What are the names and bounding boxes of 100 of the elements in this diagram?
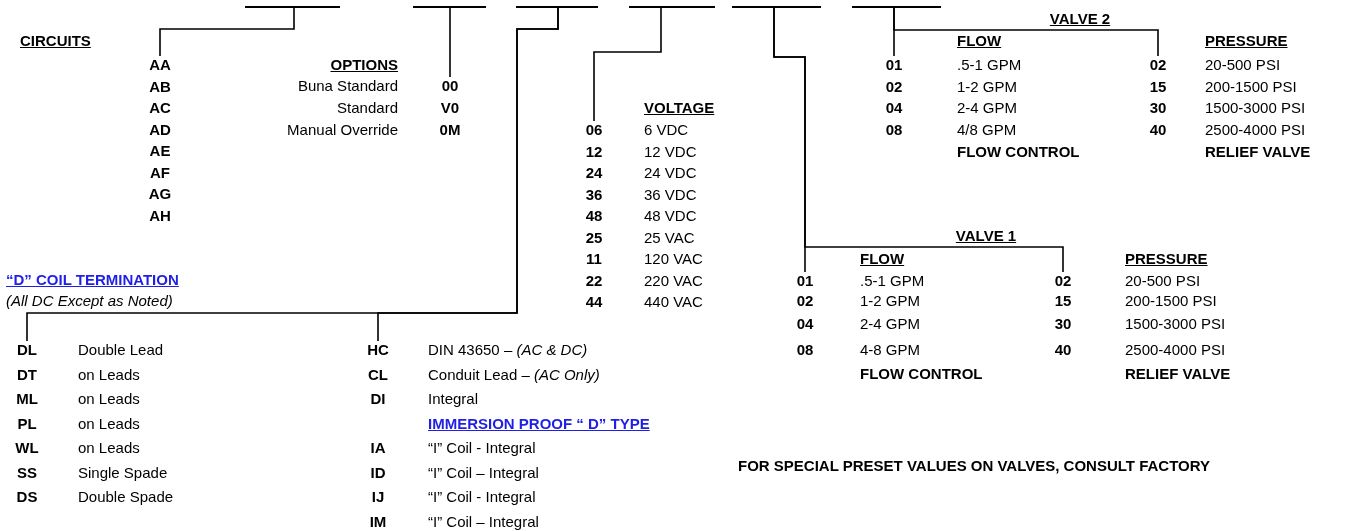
value-text: .5-1 GPM	[957, 56, 1022, 74]
code-label: 12	[584, 142, 604, 161]
code-label: DL	[16, 341, 38, 359]
option-text: Buna Standard	[297, 77, 398, 95]
code-label: 30	[1148, 99, 1168, 117]
code-label: AG	[147, 185, 173, 203]
value-text: 20-500 PSI	[1125, 272, 1201, 290]
code-label: 48	[584, 207, 604, 225]
value-text: 25 VAC	[644, 228, 695, 247]
code-label: 04	[884, 99, 904, 117]
heading: CIRCUITS	[20, 32, 91, 50]
option-text: Manual Override	[287, 121, 398, 139]
heading: IMMERSION PROOF “ D” TYPE	[428, 414, 650, 433]
code-label: 01	[795, 272, 815, 290]
description-text: Conduit Lead – (AC Only)	[428, 365, 600, 384]
code-label: 22	[584, 271, 604, 290]
code-label: DS	[15, 488, 39, 506]
code-label: 15	[1053, 292, 1073, 310]
blank-line	[516, 6, 598, 8]
value-text: .5-1 GPM	[860, 272, 925, 290]
description-text: “I” Coil - Integral	[428, 488, 536, 506]
description-text: Double Lead	[78, 341, 164, 359]
heading: OPTIONS	[330, 56, 398, 74]
code-label: 06	[584, 121, 604, 139]
value-text: 2500-4000 PSI	[1125, 341, 1226, 359]
value-text: 24 VDC	[644, 164, 697, 182]
description-text: Integral	[428, 390, 479, 408]
blank-line	[732, 6, 821, 8]
leader-line	[893, 7, 1159, 57]
code-label: PL	[16, 414, 38, 433]
footer-text: FLOW CONTROL	[957, 143, 1080, 161]
option-text: Standard	[337, 99, 398, 117]
leader-line	[593, 7, 662, 122]
value-text: 6 VDC	[644, 121, 689, 139]
description-text: on Leads	[78, 365, 140, 384]
code-label: 00	[440, 77, 460, 95]
leader-line	[773, 7, 1064, 273]
leader-line	[377, 7, 559, 342]
code-label: 11	[585, 250, 603, 268]
value-text: 200-1500 PSI	[1205, 78, 1297, 96]
code-label: 40	[1053, 341, 1073, 359]
value-text: 4-8 GPM	[860, 341, 920, 359]
code-label: HC	[366, 341, 390, 359]
value-text: 2500-4000 PSI	[1205, 121, 1306, 139]
heading: “D” COIL TERMINATION	[6, 271, 179, 289]
blank-line	[413, 6, 486, 8]
code-label: ML	[15, 390, 39, 408]
code-label: IM	[368, 512, 388, 531]
footer-text: RELIEF VALVE	[1205, 143, 1311, 161]
code-label: IJ	[370, 488, 386, 506]
code-label: 40	[1148, 121, 1168, 139]
description-text: “I” Coil – Integral	[428, 512, 539, 531]
code-label: V0	[439, 99, 461, 117]
value-text: 1500-3000 PSI	[1125, 315, 1226, 333]
value-text: 1500-3000 PSI	[1205, 99, 1306, 117]
description-text: “I” Coil – Integral	[428, 463, 539, 482]
code-label: DI	[369, 390, 387, 408]
description-text: DIN 43650 – (AC & DC)	[428, 341, 588, 359]
note-text: (All DC Except as Noted)	[6, 292, 173, 310]
code-label: 02	[884, 78, 904, 96]
code-label: AC	[148, 99, 172, 117]
value-text: 2-4 GPM	[957, 99, 1017, 117]
code-label: 25	[584, 228, 604, 247]
code-label: CL	[367, 365, 389, 384]
value-text: 200-1500 PSI	[1125, 292, 1217, 310]
blank-line	[852, 6, 941, 8]
code-label: AD	[148, 120, 172, 139]
value-text: 220 VAC	[644, 271, 703, 290]
code-label: AH	[148, 206, 172, 225]
description-text: Single Spade	[78, 463, 168, 482]
code-label: 36	[584, 185, 604, 204]
heading: PRESSURE	[1125, 250, 1208, 268]
heading: VOLTAGE	[644, 99, 715, 117]
value-text: 4/8 GPM	[957, 121, 1017, 139]
blank-line	[629, 6, 715, 8]
description-text: on Leads	[78, 439, 140, 457]
code-label: AF	[149, 163, 171, 182]
code-label: 02	[1053, 272, 1073, 290]
code-label: 24	[584, 164, 604, 182]
heading: VALVE 1	[955, 227, 1017, 245]
code-label: 01	[884, 56, 904, 74]
heading: FLOW	[957, 32, 1002, 50]
note-text: FOR SPECIAL PRESET VALUES ON VALVES, CONSULT FACTORY	[738, 457, 1210, 475]
code-label: 44	[584, 293, 604, 311]
leader-line	[449, 7, 451, 78]
value-text: 20-500 PSI	[1205, 56, 1281, 74]
code-label: AE	[148, 142, 172, 160]
heading: FLOW	[860, 250, 905, 268]
code-label: ID	[369, 463, 387, 482]
code-label: 08	[795, 341, 815, 359]
code-label: 0M	[438, 121, 462, 139]
footer-text: RELIEF VALVE	[1125, 365, 1231, 383]
description-text: on Leads	[78, 390, 140, 408]
code-label: WL	[14, 439, 40, 457]
footer-text: FLOW CONTROL	[860, 365, 983, 383]
heading: PRESSURE	[1205, 32, 1288, 50]
value-text: 440 VAC	[644, 293, 703, 311]
code-label: 04	[795, 315, 815, 333]
description-text: “I” Coil - Integral	[428, 439, 536, 457]
code-label: 02	[795, 292, 815, 310]
